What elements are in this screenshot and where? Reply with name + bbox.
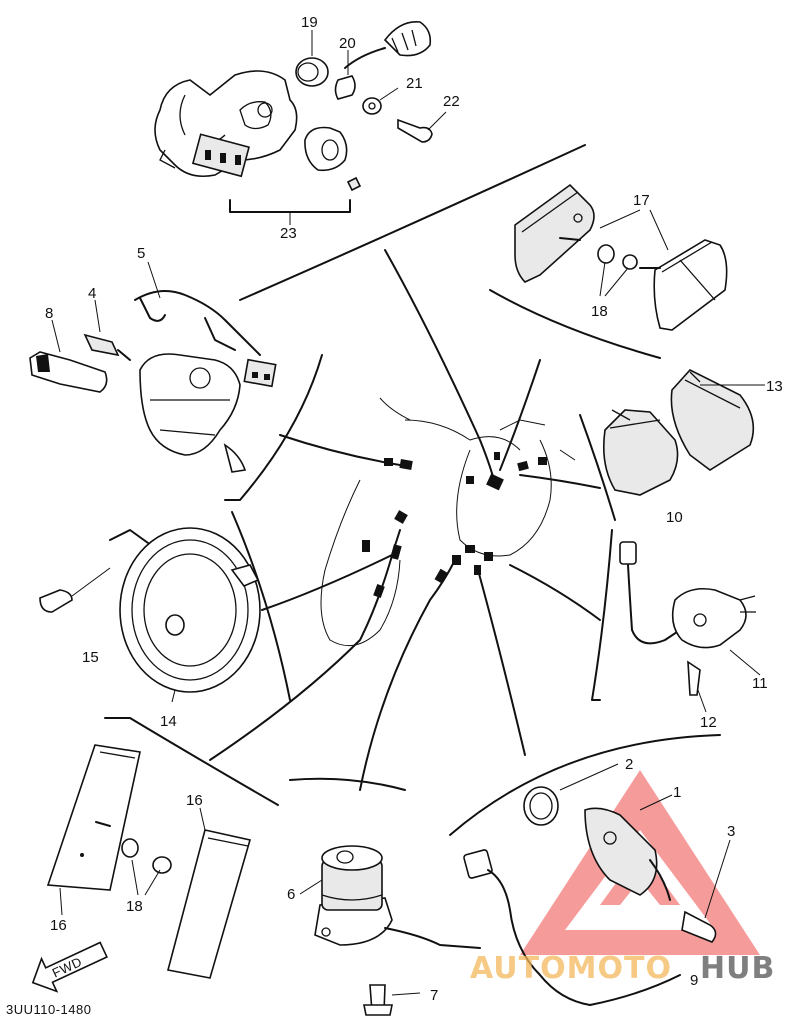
callout-14: 14 (160, 713, 177, 730)
fwd-label: FWD (50, 954, 85, 981)
callout-13: 13 (766, 378, 783, 395)
callout-21: 21 (406, 75, 423, 92)
callout-15: 15 (82, 649, 99, 666)
callout-labels: 1 2 3 4 5 6 7 8 9 10 11 12 13 14 15 16 1… (45, 14, 783, 1004)
callout-12: 12 (700, 714, 717, 731)
callout-22: 22 (443, 93, 460, 110)
left-bracket-assembly (29, 261, 277, 473)
callout-17: 17 (633, 192, 650, 209)
wire-harness (209, 249, 601, 791)
watermark-text: AUTOMOTO HUB (470, 951, 775, 986)
callout-23: 23 (280, 225, 297, 242)
callout-16a: 16 (50, 917, 67, 934)
starter-relay-6 (299, 845, 481, 1016)
callout-6: 6 (287, 886, 295, 903)
diagram-code: 3UU110-1480 (6, 1002, 91, 1017)
callout-19: 19 (301, 14, 318, 31)
callout-18a: 18 (591, 303, 608, 320)
relay-10-13 (602, 369, 765, 496)
callout-11: 11 (752, 675, 768, 692)
sender-assembly (154, 21, 447, 225)
callout-4: 4 (88, 285, 96, 302)
callout-8: 8 (45, 305, 53, 322)
callout-16b: 16 (186, 792, 203, 809)
callout-2: 2 (625, 756, 633, 773)
section-dividers (104, 144, 721, 836)
watermark-part1: AUTOMOTO (470, 951, 672, 986)
callout-5: 5 (137, 245, 145, 262)
callout-10: 10 (666, 509, 683, 526)
reflectors-16 (46, 744, 252, 979)
horn-14 (39, 527, 261, 703)
callout-20: 20 (339, 35, 356, 52)
relay-pair-17 (514, 183, 728, 331)
fwd-arrow: FWD (31, 941, 108, 993)
callout-1: 1 (673, 784, 681, 801)
sensor-assembly (463, 763, 731, 1006)
callout-9: 9 (690, 972, 698, 989)
watermark-part2: HUB (700, 951, 775, 986)
callout-18b: 18 (126, 898, 143, 915)
switch-11 (619, 541, 761, 713)
callout-7: 7 (430, 987, 438, 1004)
callout-3: 3 (727, 823, 735, 840)
